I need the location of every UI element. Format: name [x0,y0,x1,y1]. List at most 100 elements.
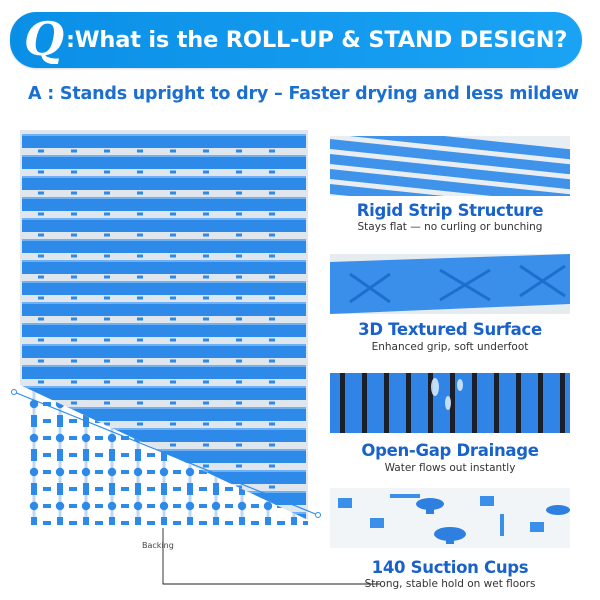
strip-link [38,149,44,153]
strip-link [104,380,110,384]
strip-link [137,191,143,195]
strip-link [170,233,176,237]
backing-node [57,483,63,495]
feature-subtitle-rigid-strip: Stays flat — no curling or bunching [357,221,543,233]
strip-link [71,380,77,384]
backing-node [57,415,63,427]
strip-link [236,296,242,300]
backing-connector [147,504,155,508]
strip-link [38,191,44,195]
strip-link [137,317,143,321]
backing-connector [173,504,181,508]
strip-link [236,359,242,363]
suction-cup [133,467,143,477]
backing-node [31,449,37,461]
strip-link [38,380,44,384]
strip-link [269,296,275,300]
backing-connector [147,453,155,457]
strip-link [203,401,209,405]
mat-strip-highlight [22,134,306,136]
strip-link [236,191,242,195]
strip-link [236,254,242,258]
strip-link [236,170,242,174]
strip-link [170,528,176,531]
feature-subtitle-suction-cups: Strong, stable hold on wet floors [364,578,536,590]
backing-connector [173,487,181,491]
strip-link [236,212,242,216]
strip-link [71,149,77,153]
suction-cup [29,501,39,511]
backing-connector [121,470,129,474]
strip-link [203,233,209,237]
backing-connector [95,453,103,457]
backing-connector [43,470,51,474]
mat-strip-highlight [22,197,306,199]
strip-link [170,338,176,342]
strip-link [104,233,110,237]
backing-node [291,517,297,525]
strip-link [170,191,176,195]
strip-link [203,422,209,426]
mat-strip-highlight [22,407,306,409]
backing-connector [147,470,155,474]
strip-link [38,275,44,279]
strip-link [203,254,209,258]
mat-strip-highlight [22,176,306,178]
strip-link [236,275,242,279]
backing-connector [43,487,51,491]
strip-link [236,443,242,447]
backing-node [187,517,193,525]
suction-cup [107,433,117,443]
strip-link [71,401,77,405]
strip-link [236,338,242,342]
panel-image-3d-texture [330,254,570,314]
strip-link [203,443,209,447]
suction-cup [107,501,117,511]
suction-cup [237,501,247,511]
mat-strip-highlight [22,386,306,388]
backing-connector [95,436,103,440]
backing-connector [69,453,77,457]
suction-cup [55,433,65,443]
strip-link [170,317,176,321]
mat-strip-highlight [22,218,306,220]
strip-link [269,170,275,174]
strip-link [269,401,275,405]
strip-link [236,528,242,531]
strip-link [137,338,143,342]
mat-strip [22,407,306,421]
strip-link [170,254,176,258]
backing-connector [95,504,103,508]
question-text: :What is the ROLL-UP & STAND DESIGN? [66,27,568,53]
mat-strip [22,134,306,148]
strip-link [203,359,209,363]
strip-link [236,317,242,321]
backing-node [57,517,63,525]
strip-link [203,149,209,153]
strip-link [38,212,44,216]
strip-link [104,296,110,300]
strip-link [38,359,44,363]
backing-connector [95,521,103,525]
strip-link [203,212,209,216]
suction-cup [29,467,39,477]
backing-connector [225,521,233,525]
strip-link [38,170,44,174]
backing-node [109,449,115,461]
backing-label: Backing [142,541,174,550]
strip-link [269,191,275,195]
mat-strip-highlight [22,155,306,157]
strip-link [269,149,275,153]
strip-link [203,191,209,195]
suction-cup [133,501,143,511]
mat-strip-highlight [22,239,306,241]
mat-strip-highlight [22,260,306,262]
strip-link [137,528,143,531]
strip-link [137,170,143,174]
strip-link [236,401,242,405]
feature-title-suction-cups: 140 Suction Cups [371,558,529,577]
mat-strip [22,239,306,253]
strip-link [170,170,176,174]
backing-connector [69,487,77,491]
